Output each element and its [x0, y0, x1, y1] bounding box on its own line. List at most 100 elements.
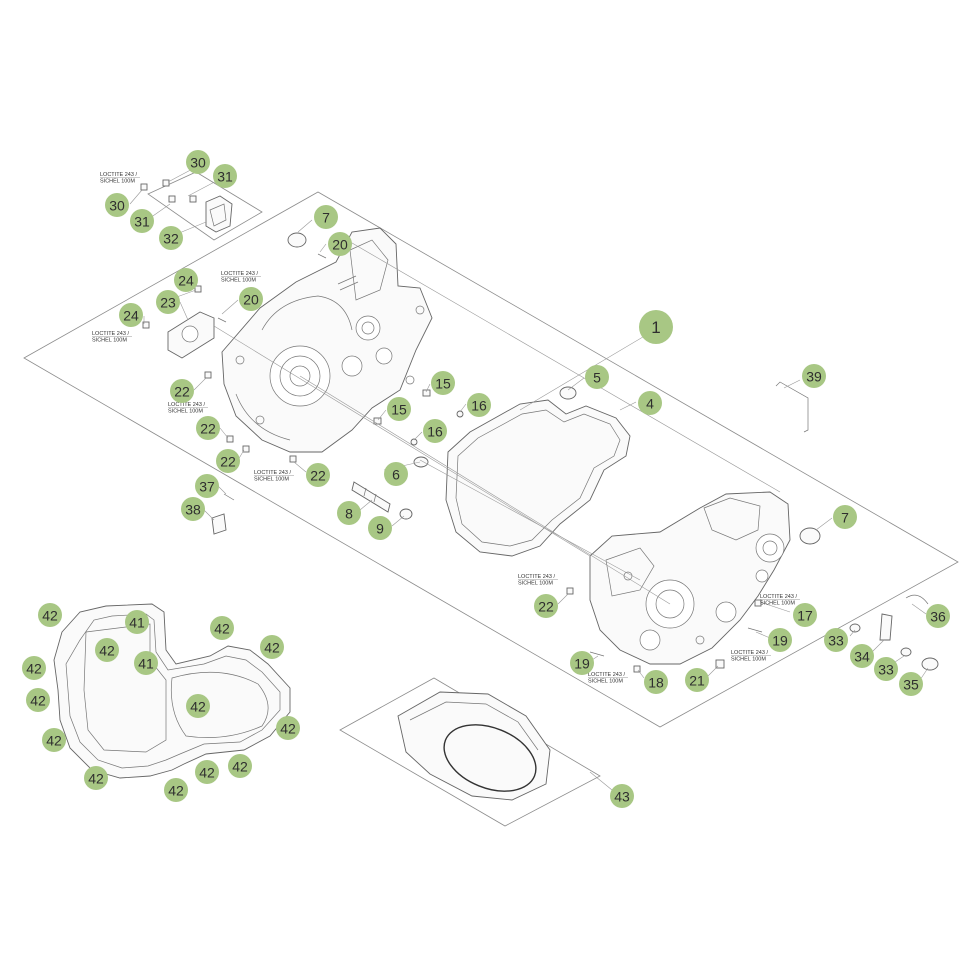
loctite-note: LOCTITE 243 /SICHEL 100M [100, 172, 140, 185]
callout-badge [384, 462, 408, 486]
loctite-note-line: LOCTITE 243 / [518, 574, 555, 580]
callout-badge [42, 728, 66, 752]
small-parts [142, 232, 939, 673]
callout-badge [26, 688, 50, 712]
part-callout-15: 15 [387, 397, 411, 421]
callout-number: 5 [593, 370, 601, 386]
callout-badge [639, 310, 673, 344]
callout-number: 22 [220, 454, 236, 470]
callout-number: 22 [310, 468, 326, 484]
part-callout-42: 42 [228, 754, 252, 778]
callout-badge [874, 657, 898, 681]
part-callout-19: 19 [768, 628, 792, 652]
callout-badge [610, 784, 634, 808]
loctite-note-line: SICHEL 100M [221, 278, 256, 284]
loctite-note: LOCTITE 243 /SICHEL 100M [760, 594, 800, 607]
callout-number: 33 [878, 662, 894, 678]
callout-badge [134, 651, 158, 675]
callout-number: 1 [651, 318, 660, 337]
callout-badge [105, 193, 129, 217]
loctite-note-line: LOCTITE 243 / [760, 594, 797, 600]
loctite-note: LOCTITE 243 /SICHEL 100M [92, 331, 132, 344]
callout-badge [170, 379, 194, 403]
callout-badge [337, 501, 361, 525]
part-callout-6: 6 [384, 462, 408, 486]
breather-kit-parts [140, 179, 233, 233]
part-callout-42: 42 [84, 766, 108, 790]
loctite-note: LOCTITE 243 /SICHEL 100M [588, 672, 628, 685]
part-callout-34: 34 [850, 644, 874, 668]
part-callout-42: 42 [38, 603, 62, 627]
loctite-note-line: SICHEL 100M [92, 338, 127, 344]
part-callout-1: 1 [639, 310, 673, 344]
callout-number: 37 [199, 479, 215, 495]
callout-number: 7 [841, 510, 849, 526]
callout-number: 31 [217, 169, 233, 185]
callout-number: 42 [168, 783, 184, 799]
loctite-note-line: LOCTITE 243 / [254, 470, 291, 476]
callout-number: 42 [190, 699, 206, 715]
callout-badge [22, 656, 46, 680]
callout-number: 15 [435, 376, 451, 392]
part-callout-42: 42 [26, 688, 50, 712]
part-callout-8: 8 [337, 501, 361, 525]
callout-number: 4 [646, 396, 654, 412]
part-callout-42: 42 [22, 656, 46, 680]
gasket-set-parts [397, 691, 551, 801]
part-callout-7: 7 [833, 505, 857, 529]
callout-number: 43 [614, 789, 630, 805]
callout-badge [84, 766, 108, 790]
loctite-note-line: LOCTITE 243 / [731, 650, 768, 656]
callout-number: 19 [574, 656, 590, 672]
callout-badge [638, 391, 662, 415]
part-callout-39: 39 [802, 364, 826, 388]
part-callout-16: 16 [423, 419, 447, 443]
callout-badge [793, 603, 817, 627]
callout-badge [119, 303, 143, 327]
right-crankcase-half [589, 491, 791, 665]
callout-badge [824, 628, 848, 652]
callout-number: 21 [689, 673, 705, 689]
part-callout-16: 16 [467, 393, 491, 417]
callout-badge [196, 416, 220, 440]
loctite-note-line: LOCTITE 243 / [100, 172, 137, 178]
loctite-note-line: LOCTITE 243 / [588, 672, 625, 678]
loctite-note: LOCTITE 243 /SICHEL 100M [221, 271, 261, 284]
callout-badge [38, 603, 62, 627]
callout-badge [328, 232, 352, 256]
part-callout-35: 35 [899, 672, 923, 696]
part-callout-22: 22 [170, 379, 194, 403]
part-callout-7: 7 [314, 205, 338, 229]
callout-number: 30 [109, 198, 125, 214]
part-callout-24: 24 [119, 303, 143, 327]
loctite-note-line: SICHEL 100M [254, 477, 289, 483]
callout-badge [164, 778, 188, 802]
callout-number: 42 [199, 765, 215, 781]
part-callout-4: 4 [638, 391, 662, 415]
callout-number: 42 [88, 771, 104, 787]
part-callout-42: 42 [210, 616, 234, 640]
part-callout-17: 17 [793, 603, 817, 627]
callout-badge [213, 164, 237, 188]
part-callout-22: 22 [534, 594, 558, 618]
callout-badge [899, 672, 923, 696]
callout-badge [926, 604, 950, 628]
callout-number: 41 [138, 656, 154, 672]
callout-badge [534, 594, 558, 618]
callout-number: 24 [178, 273, 194, 289]
callout-number: 42 [264, 640, 280, 656]
loctite-note-line: LOCTITE 243 / [221, 271, 258, 277]
callout-badge [431, 371, 455, 395]
callout-badge [644, 670, 668, 694]
callout-badge [125, 610, 149, 634]
part-callout-42: 42 [276, 716, 300, 740]
part-callout-15: 15 [431, 371, 455, 395]
callout-number: 6 [392, 467, 400, 483]
part-callout-36: 36 [926, 604, 950, 628]
upper-kit-frame [147, 171, 263, 241]
callout-number: 42 [30, 693, 46, 709]
part-callout-41: 41 [125, 610, 149, 634]
callout-number: 18 [648, 675, 664, 691]
part-callout-30: 30 [186, 150, 210, 174]
